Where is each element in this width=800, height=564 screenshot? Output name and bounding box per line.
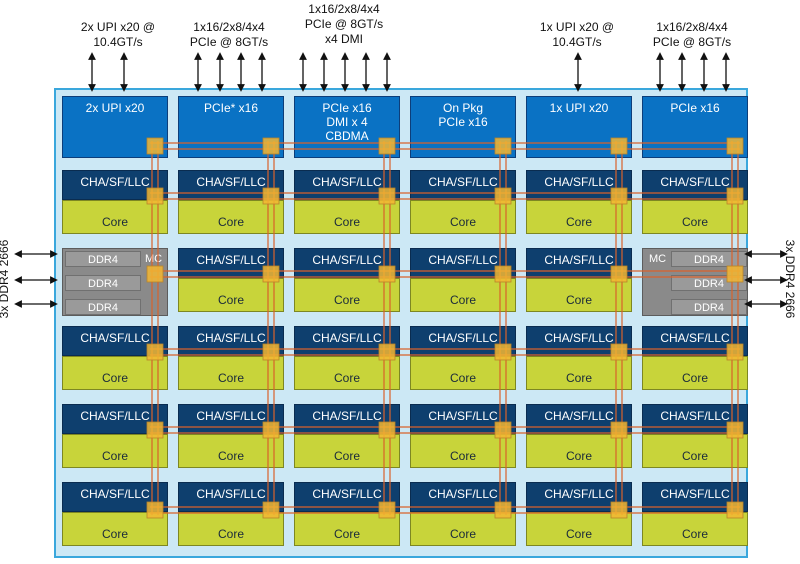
core: Core — [178, 356, 284, 390]
core: Core — [62, 356, 168, 390]
io-block: 2x UPI x20 — [62, 96, 168, 158]
mesh-stop — [726, 421, 744, 439]
core: Core — [62, 434, 168, 468]
core: Core — [294, 200, 400, 234]
mesh-stop — [494, 187, 512, 205]
mesh-stop — [610, 265, 628, 283]
ddr4-channel: DDR4 — [65, 275, 141, 291]
interface-label-pcie-left: 1x16/2x8/4x4 PCIe @ 8GT/s — [189, 20, 269, 49]
mesh-stop — [610, 343, 628, 361]
core: Core — [526, 200, 632, 234]
mesh-stop — [494, 421, 512, 439]
cha-sf-llc: CHA/SF/LLC — [642, 326, 748, 356]
mesh-stop — [378, 187, 396, 205]
core: Core — [642, 356, 748, 390]
mesh-stop — [494, 343, 512, 361]
core: Core — [642, 200, 748, 234]
interface-label-upi-left: 2x UPI x20 @ 10.4GT/s — [80, 20, 156, 49]
core: Core — [410, 278, 516, 312]
mesh-stop — [378, 265, 396, 283]
mc-label: MC — [649, 253, 667, 265]
io-block: On Pkg PCIe x16 — [410, 96, 516, 158]
cha-sf-llc: CHA/SF/LLC — [294, 170, 400, 200]
mesh-stop — [610, 187, 628, 205]
mesh-stop — [146, 137, 164, 155]
mesh-stop — [378, 343, 396, 361]
core: Core — [178, 434, 284, 468]
core: Core — [294, 434, 400, 468]
ddr4-channel: DDR4 — [65, 251, 141, 267]
mesh-stop — [726, 501, 744, 519]
mesh-stop — [146, 265, 164, 283]
mesh-stop — [262, 501, 280, 519]
mesh-stop — [146, 501, 164, 519]
mesh-stop — [262, 137, 280, 155]
mesh-stop — [146, 421, 164, 439]
mesh-stop — [378, 421, 396, 439]
interface-label-pcie-dmi: 1x16/2x8/4x4 PCIe @ 8GT/s x4 DMI — [304, 2, 384, 46]
mesh-stop — [262, 343, 280, 361]
mesh-stop — [494, 265, 512, 283]
mesh-stop — [726, 265, 744, 283]
core: Core — [526, 434, 632, 468]
ddr4-channel: DDR4 — [671, 299, 747, 315]
interface-label-upi-right: 1x UPI x20 @ 10.4GT/s — [539, 20, 615, 49]
ddr4-channel: DDR4 — [671, 251, 747, 267]
interface-label-pcie-right: 1x16/2x8/4x4 PCIe @ 8GT/s — [652, 20, 732, 49]
mesh-stop — [726, 137, 744, 155]
ddr4-channel: DDR4 — [65, 299, 141, 315]
core: Core — [294, 356, 400, 390]
mesh-stop — [146, 187, 164, 205]
core: Core — [178, 200, 284, 234]
core: Core — [526, 278, 632, 312]
mesh-stop — [378, 501, 396, 519]
mesh-stop — [494, 501, 512, 519]
cha-sf-llc: CHA/SF/LLC — [642, 404, 748, 434]
mesh-stop — [262, 265, 280, 283]
mesh-stop — [262, 187, 280, 205]
core: Core — [410, 512, 516, 546]
core: Core — [526, 356, 632, 390]
core: Core — [410, 434, 516, 468]
mesh-stop — [262, 421, 280, 439]
core: Core — [62, 200, 168, 234]
mesh-stop — [610, 137, 628, 155]
mesh-stop — [610, 421, 628, 439]
core: Core — [642, 434, 748, 468]
mesh-stop — [494, 137, 512, 155]
core: Core — [178, 278, 284, 312]
mesh-stop — [726, 343, 744, 361]
core: Core — [410, 200, 516, 234]
mesh-stop — [610, 501, 628, 519]
mesh-stop — [146, 343, 164, 361]
core: Core — [410, 356, 516, 390]
mesh-stop — [726, 187, 744, 205]
mesh-stop — [378, 137, 396, 155]
core: Core — [294, 278, 400, 312]
